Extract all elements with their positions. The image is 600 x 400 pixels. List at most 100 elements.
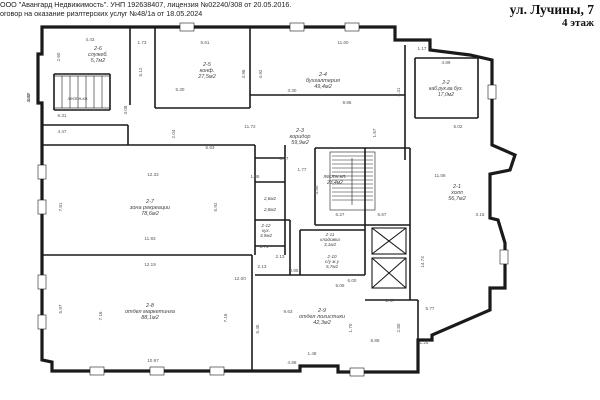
dimension-label: 5.97 [58,304,63,313]
elevator-shaft [371,257,407,289]
dimension-label: 6.00 [348,278,357,283]
dimension-label: 2.04 [171,129,176,138]
window [209,366,225,376]
dimension-label: 5.61 [201,40,210,45]
room-area: 3,1м2 [324,242,337,247]
elevator-shafts [371,227,407,289]
dimension-label: 9.86 [343,100,352,105]
window [487,84,497,100]
dimension-label: 12.32 [147,172,159,177]
dimension-label: 2.13 [258,264,267,269]
dimension-label: 6.63 [206,145,215,150]
dimension-label: 11.08 [434,173,446,178]
dimension-label: 14.74 [420,256,425,268]
dimension-label: 3.85 [314,185,319,194]
dimension-label: 10.97 [147,358,159,363]
room-name: лестн.кл. [323,174,347,180]
dimension-label: 5.12 [138,67,143,76]
room-area: 2,6м2 [263,196,277,201]
elevator-shaft [371,227,407,255]
room-id: 2-3 [295,128,305,134]
room-area: 5,7м2 [91,58,105,64]
dimension-label: 4.96 [241,69,246,78]
dimension-label: 9.63 [284,309,293,314]
dimension-label: 1.48 [308,351,317,356]
contract-line: оговор на оказание риэлтерских услуг №48… [0,9,203,18]
room-name: служеб. [88,52,108,58]
dimension-label: 4.89 [442,60,451,65]
stair-well [329,151,376,211]
dimension-label: 3.16 [476,212,485,217]
dimension-label: 1.77 [298,167,307,172]
dimension-label: 4.43 [86,37,95,42]
room-name: с/у ж.у [325,259,340,264]
dimension-label: 5.92 [213,202,218,211]
room-id: 2-11 [325,232,335,237]
dimension-label: 4.88 [288,360,297,365]
elevator-cross [371,257,407,289]
dimension-label: 5.02 [454,124,463,129]
agency-header: ООО "Авангард Недвижимость". УНП 1926384… [0,0,291,18]
room-area: 42,3м2 [313,320,331,326]
stair-well [53,75,111,109]
address-block: ул. Лучины, 7 4 этаж [510,2,594,30]
dimension-label: 11.00 [337,40,349,45]
main-staircase [329,151,376,211]
room-name: отдел логистики [299,314,345,320]
dimension-label: 8.88 [371,338,380,343]
room-area: 3,9м2 [260,233,273,238]
dimension-label: 2.13 [276,254,285,259]
dimension-label: 2.80 [396,323,401,332]
room-area: 27,5м2 [197,74,216,80]
window [37,164,47,180]
room-id: 2-8 [145,303,155,309]
room-area: 17,0м2 [438,92,454,98]
room-area: 5,7м2 [326,264,339,269]
dimension-label: 3.37 [280,156,289,161]
room-id: 2-9 [317,308,326,314]
window [344,22,360,32]
room-area: 2,8м2 [263,207,277,212]
window [149,366,165,376]
room-area: 23,4м2 [326,180,343,186]
dimension-label: 1.70 [348,323,353,332]
dimension-label: 1.25 [420,340,429,345]
room-name: холл [450,190,463,196]
interior-walls [42,27,479,371]
room-id: 2-12 [260,223,271,228]
dimension-label: 5.06 [336,283,345,288]
room-area: 59,9м2 [291,140,309,146]
dimension-label: 5.45 [255,324,260,333]
window [37,199,47,215]
dimension-label: 3.08 [123,105,128,114]
street-address: ул. Лучины, 7 [509,2,594,17]
dimension-label: 1.73 [138,40,147,45]
room-name: бухгалтерия [306,78,340,84]
room-id: 2-2 [441,80,449,86]
dimension-label: 5.30 [176,87,185,92]
room-id: 2-7 [145,199,155,205]
dimension-label: 6.67 [378,212,387,217]
room-name: отдел маркетинга [125,309,175,315]
dimension-label: 6.27 [336,212,345,217]
room-area: 78,6м2 [141,211,159,217]
dimension-label: 3.85 [290,268,299,273]
dimension-label: 4.47 [58,129,67,134]
dimension-label: 5.77 [426,306,435,311]
floor-label: 4 этаж [561,17,594,29]
window [289,22,305,32]
dimension-label: 1.95 [251,174,260,179]
room-name: лестн.кл. [66,96,88,101]
dimension-label: 12.19 [144,262,156,267]
dimension-label: 3.41 [396,87,401,96]
room-id: 2-10 [326,254,337,259]
dimension-label: 7.16 [223,313,228,322]
outer-wall [36,25,517,374]
dimension-label: 6.31 [58,113,67,118]
outer-walls [36,25,517,374]
dimension-label: 3.03 [26,93,31,102]
room-name: конф. [200,68,215,74]
window [349,367,365,377]
dimension-label: 11.93 [144,236,156,241]
window [37,314,47,330]
